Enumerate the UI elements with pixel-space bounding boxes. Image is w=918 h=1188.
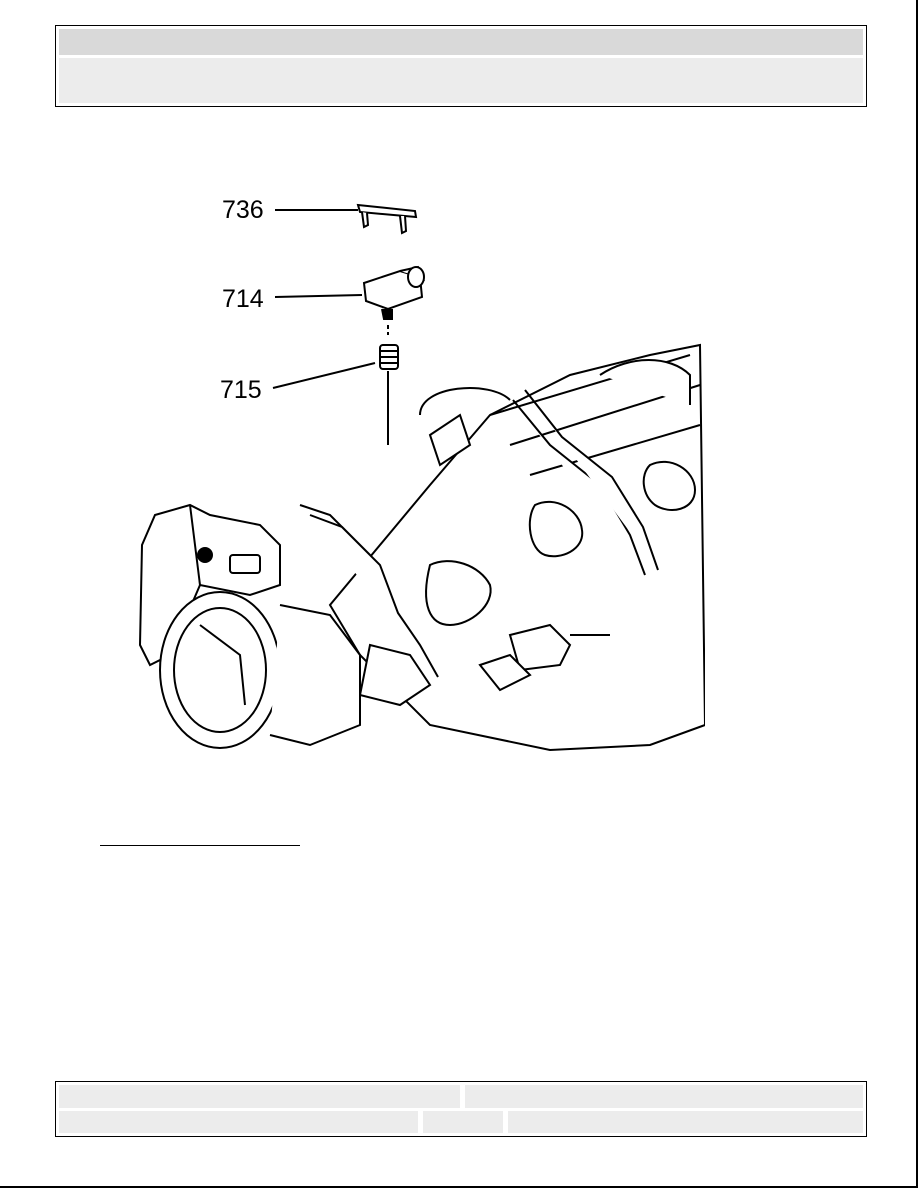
clip-part — [356, 203, 418, 235]
leader-line-715 — [272, 362, 376, 389]
footer-cell-1 — [59, 1085, 460, 1108]
document-link[interactable] — [100, 845, 300, 846]
footer-cell-2 — [465, 1085, 863, 1108]
header-title-bar — [59, 29, 863, 56]
seal-part — [379, 344, 399, 445]
leader-line-714 — [274, 294, 363, 298]
footer-cell-4 — [423, 1111, 503, 1133]
throttle-body — [138, 503, 361, 749]
engine-illustration: 736 714 715 — [138, 196, 705, 752]
sensor-part — [362, 265, 425, 335]
document-footer — [55, 1081, 867, 1137]
intake-manifold — [299, 343, 705, 752]
document-header — [55, 25, 867, 107]
callout-714: 714 — [222, 285, 264, 313]
footer-cell-3 — [59, 1111, 418, 1133]
header-subtitle-bar — [59, 58, 863, 103]
callout-736: 736 — [222, 196, 264, 224]
footer-cell-5 — [508, 1111, 863, 1133]
callout-715: 715 — [220, 376, 262, 404]
